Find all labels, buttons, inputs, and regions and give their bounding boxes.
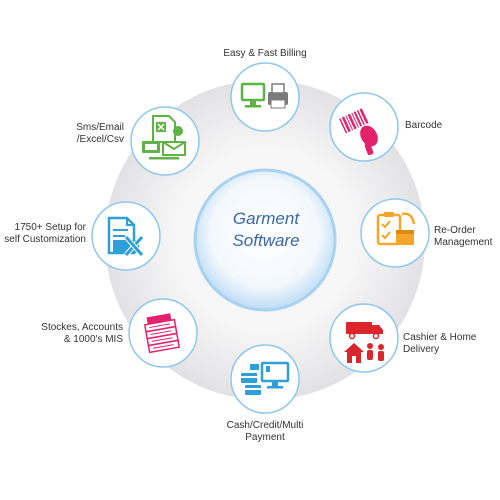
center-circle	[193, 168, 337, 312]
center-title-line-1: Garment	[232, 209, 300, 228]
label-barcode: Barcode	[405, 120, 443, 131]
label-setup: 1750+ Setup for self Customization	[4, 222, 86, 245]
billing-printer-icon	[240, 82, 288, 109]
feature-circle-mis	[128, 298, 198, 368]
feature-circle-billing	[230, 62, 300, 132]
label-sms: Sms/Email /Excel/Csv	[76, 122, 124, 145]
feature-circle-sms	[130, 106, 200, 176]
label-reorder: Re-Order Management	[434, 225, 493, 248]
reorder-clipboard-box-icon	[376, 212, 416, 246]
label-mis: Stockes, Accounts & 1000's MIS	[41, 322, 123, 345]
label-billing: Easy & Fast Billing	[223, 48, 307, 59]
barcode-scanner-icon	[339, 108, 378, 156]
center-title-line-2: Software	[232, 231, 300, 250]
label-cashier: Cashier & Home Delivery	[403, 332, 477, 355]
feature-circle-cashier	[329, 303, 399, 373]
feature-circle-payment	[230, 344, 300, 414]
stacked-reports-icon	[143, 313, 181, 354]
feature-circle-reorder	[360, 198, 430, 268]
payment-monitor-cards-icon	[241, 361, 290, 395]
feature-circle-barcode	[329, 92, 399, 162]
feature-circle-setup	[91, 201, 161, 271]
sms-email-excel-icon	[142, 115, 186, 160]
cashier-delivery-truck-icon	[344, 322, 384, 363]
center-title: Garment Software	[196, 208, 336, 252]
setup-document-tools-icon	[107, 216, 144, 257]
label-payment: Cash/Credit/Multi Payment	[226, 420, 304, 443]
